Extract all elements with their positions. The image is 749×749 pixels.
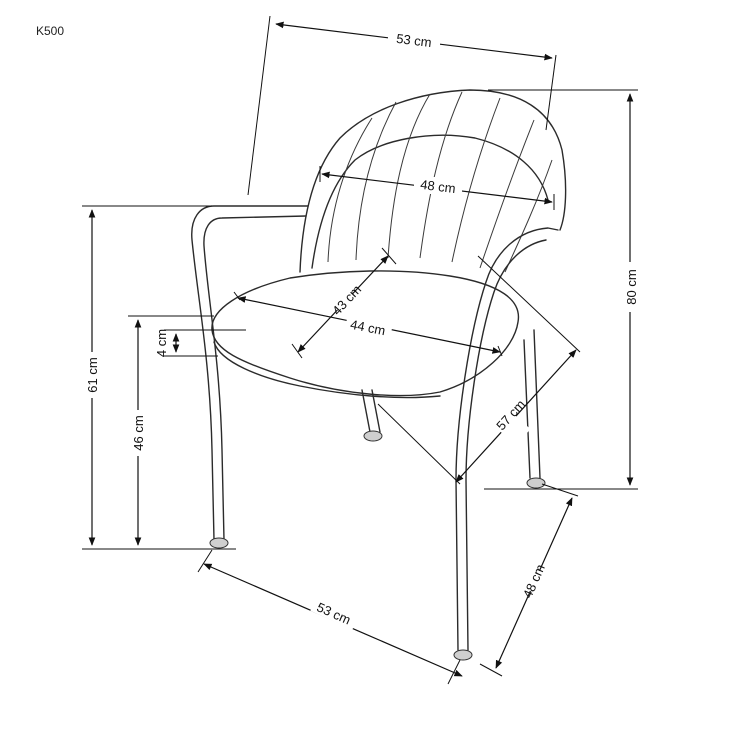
backrest-inner-edge [311,134,549,269]
dim-seat-width: 44 cm [233,291,503,357]
dim-total-height: 80 cm [484,89,640,490]
foot-front-left [209,537,229,549]
dim-seat-height: 46 cm [128,315,214,546]
label-total-height: 80 cm [624,269,639,304]
foot-rear-left [363,430,383,442]
label-seat-height: 46 cm [131,415,146,450]
label-armrest-height: 61 cm [85,357,100,392]
dim-depth-bottom: 48 cm [479,483,579,677]
dim-width-top: 53 cm [247,15,557,196]
dim-seat-back-width: 48 cm [319,166,555,210]
rear-left-leg [361,389,381,433]
dim-width-bottom: 53 cm [197,549,463,685]
dim-seat-depth: 43 cm [291,247,397,359]
seat-cushion [211,270,520,397]
foot-front-right [453,649,473,661]
foot-rear-right [526,477,546,489]
backrest-outline [299,89,567,273]
model-code: K500 [36,24,65,38]
dim-armrest-height: 61 cm [82,205,236,550]
chair-drawing [191,89,567,661]
left-armrest-frame [191,205,309,541]
seat-cushion-lower-edge [213,341,441,399]
dim-diagonal: 57 cm [377,255,581,485]
label-width-top: 53 cm [395,31,432,50]
label-seat-back-width: 48 cm [419,177,456,196]
left-armrest-frame-inner [203,215,307,541]
label-seat-thickness: 4 cm [154,329,169,357]
dim-seat-thickness: 4 cm [154,329,246,357]
label-seat-width: 44 cm [349,317,387,338]
